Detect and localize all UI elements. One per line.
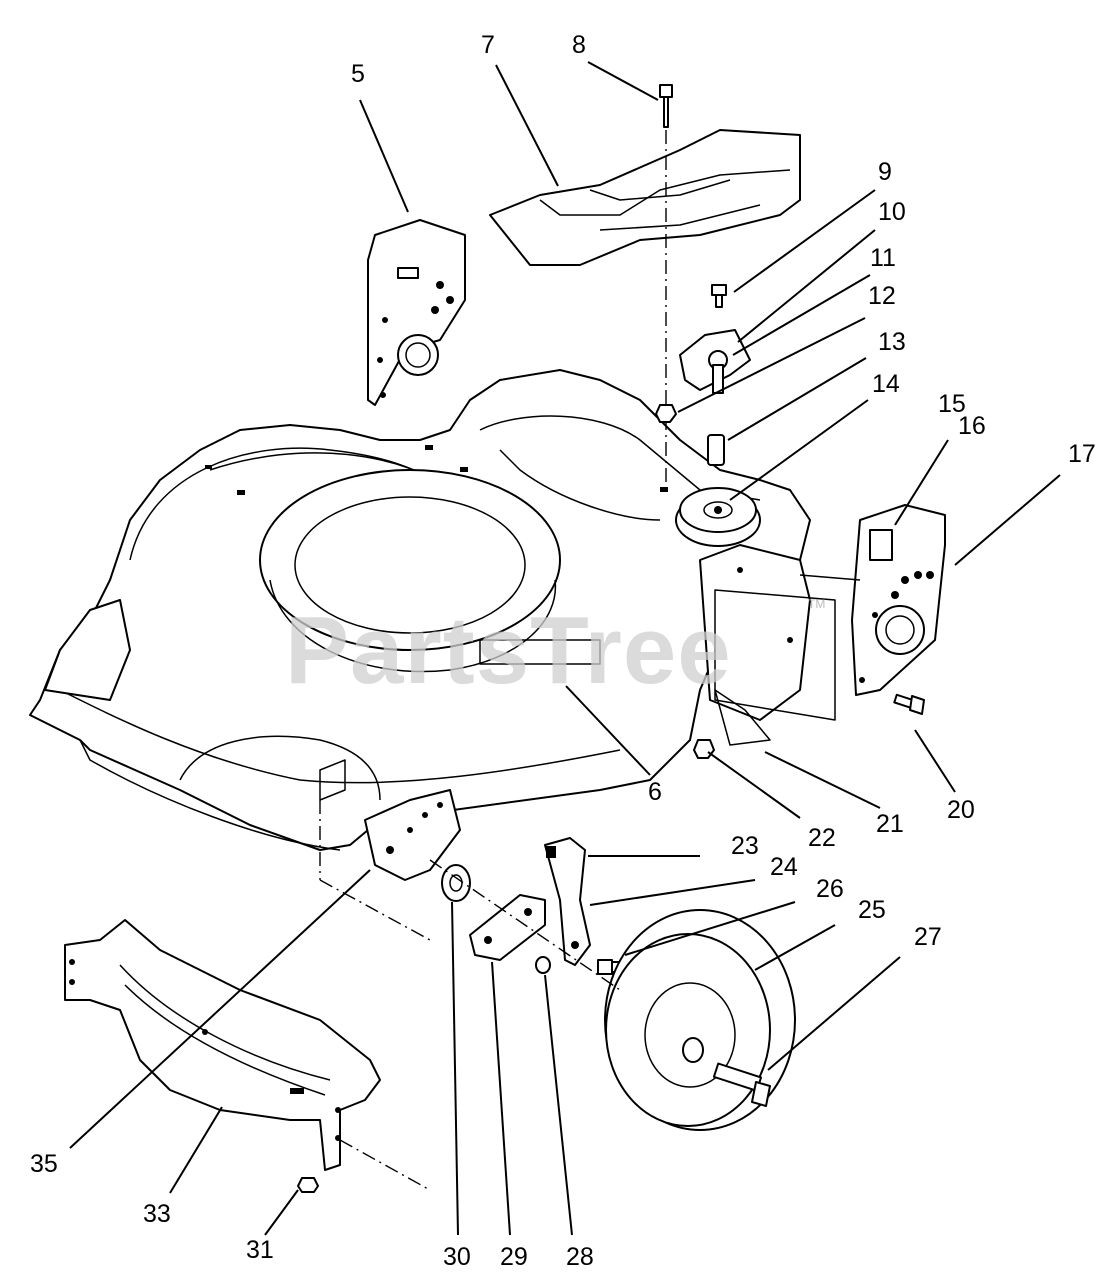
pulley-14 — [675, 487, 761, 547]
lever-24 — [544, 837, 591, 966]
callout-8: 8 — [572, 31, 586, 59]
callout-31: 31 — [246, 1236, 274, 1264]
idler-assembly — [655, 284, 751, 466]
bolt-8 — [659, 84, 673, 98]
mower-deck — [29, 369, 811, 851]
callout-27: 27 — [914, 923, 942, 951]
callout-15: 15 — [938, 390, 966, 418]
callout-5: 5 — [351, 60, 365, 88]
callout-17: 17 — [1068, 440, 1096, 468]
callout-20: 20 — [947, 796, 975, 824]
callout-10: 10 — [878, 198, 906, 226]
callout-22: 22 — [808, 824, 836, 852]
side-plate-21 — [714, 589, 836, 721]
washer-30 — [441, 864, 471, 902]
callout-30: 30 — [443, 1243, 471, 1271]
callout-24: 24 — [770, 853, 798, 881]
callout-9: 9 — [878, 158, 892, 186]
callout-7: 7 — [481, 31, 495, 59]
callout-14: 14 — [872, 370, 900, 398]
front-skirt-33 — [64, 919, 431, 1191]
callout-25: 25 — [858, 896, 886, 924]
callout-23: 23 — [731, 832, 759, 860]
leader-lines — [69, 61, 1061, 1236]
watermark-trademark: TM — [808, 597, 825, 611]
callout-33: 33 — [143, 1200, 171, 1228]
callout-6: 6 — [648, 778, 662, 806]
callout-12: 12 — [868, 282, 896, 310]
callout-13: 13 — [878, 328, 906, 356]
callout-26: 26 — [816, 875, 844, 903]
callout-16: 16 — [958, 412, 986, 440]
callout-21: 21 — [876, 810, 904, 838]
axle-bolt-27 — [712, 1062, 771, 1107]
plate-29 — [469, 894, 546, 961]
height-bracket-left — [367, 219, 466, 406]
callout-28: 28 — [566, 1243, 594, 1271]
watermark: PartsTree TM — [285, 597, 825, 704]
watermark-text: PartsTree — [285, 597, 732, 704]
callout-35: 35 — [30, 1150, 58, 1178]
washer-28 — [535, 956, 551, 974]
nut-31 — [297, 1177, 319, 1193]
callout-11: 11 — [870, 244, 896, 272]
height-bracket-right — [799, 504, 946, 696]
height-adjuster-35 — [319, 759, 461, 941]
callout-labels: 5 6 7 8 9 10 11 12 13 14 15 16 17 20 21 … — [30, 31, 1096, 1271]
callout-29: 29 — [500, 1243, 528, 1271]
